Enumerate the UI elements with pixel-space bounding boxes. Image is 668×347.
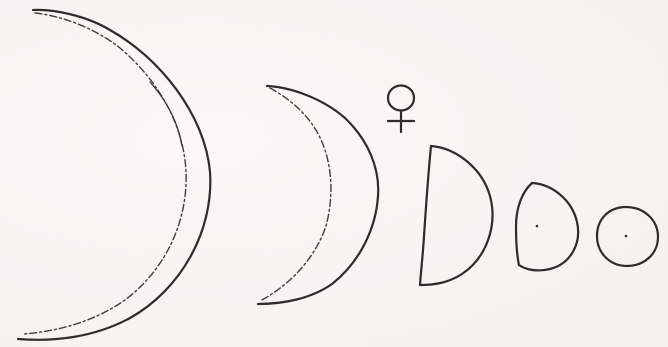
phase-half bbox=[420, 146, 492, 285]
gibbous-outer-limb bbox=[519, 183, 578, 270]
full-center-dot bbox=[625, 235, 628, 238]
phase-thin-crescent bbox=[18, 10, 210, 340]
venus-symbol-circle bbox=[388, 86, 414, 111]
thin-crescent-outer-limb bbox=[18, 10, 210, 340]
crescent-outer-limb bbox=[258, 86, 378, 304]
thin-crescent-terminator bbox=[24, 13, 186, 334]
full-disc bbox=[597, 207, 658, 266]
crescent-terminator bbox=[260, 88, 331, 301]
half-terminator bbox=[420, 146, 431, 285]
phase-crescent bbox=[258, 86, 378, 304]
phase-gibbous bbox=[516, 183, 578, 270]
phase-full bbox=[597, 207, 658, 266]
venus-symbol bbox=[388, 86, 414, 133]
gibbous-terminator bbox=[516, 183, 532, 265]
gibbous-center-dot bbox=[536, 225, 539, 228]
half-outer-limb bbox=[420, 146, 492, 285]
